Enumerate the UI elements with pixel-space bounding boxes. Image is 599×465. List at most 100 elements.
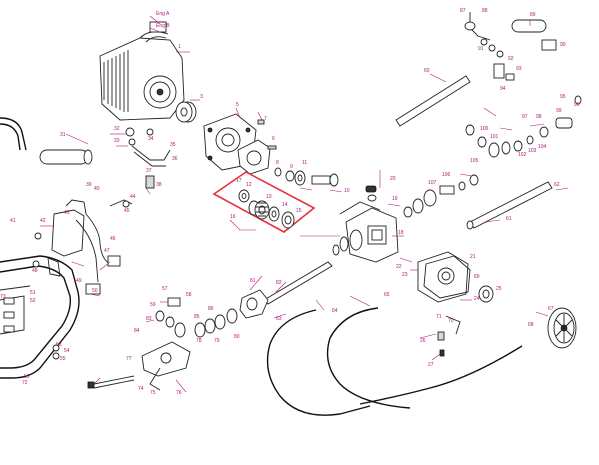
label-misc-g: 107 [428,180,437,186]
tube-right [466,181,553,230]
label-nut-c: 77 [126,356,132,362]
label-screw-b: 34 [148,136,154,142]
label-plug-cap: 39 [86,182,92,188]
label-spring: 37 [146,168,152,174]
label-nut-d: 81 [250,278,256,284]
label-washer-a: 9 [290,164,293,170]
label-spring-c: 99 [556,108,562,114]
label-knob: 38 [156,182,162,188]
label-connector: 44 [130,194,136,200]
label-clip-a: 42 [40,218,46,224]
label-misc-f: 106 [442,172,451,178]
label-shaft-end: 85 [194,314,200,320]
label-cap-plug: 20 [390,176,396,182]
label-seal-c: 62 [554,182,560,188]
clutch-cover [203,113,257,171]
label-grip-top: 90 [560,42,566,48]
label-valve-body: 57 [162,286,168,292]
label-fitting-a: 68 [528,322,534,328]
tube-upper [395,75,471,127]
gear-set [238,189,295,229]
label-cable: 65 [384,292,390,298]
label-nozzle: 87 [460,8,466,14]
label-sleeve: 58 [186,292,192,298]
label-seal-b: 53 [56,342,62,348]
label-wire-c: 80 [234,334,240,340]
label-bearing-a: 12 [246,182,252,188]
label-key: 91 [478,46,484,52]
right-fittings [403,174,479,218]
label-breather: 19 [392,196,398,202]
label-cap-c: 78 [196,338,202,344]
label-pin-a: 83 [146,316,152,322]
label-pipe-bend: 93 [516,66,522,72]
label-output-flange: 25 [496,286,502,292]
label-hose-clip: 43 [64,210,70,216]
lower-valve-assembly [141,297,191,391]
gearbox-cover [417,251,471,303]
label-bracket-plate: 41 [10,218,16,224]
label-hose-a: 63 [276,316,282,322]
label-bearing-c: 16 [230,214,236,220]
clutch-drum [175,101,197,123]
label-bolt-right-cover: 7 [264,116,267,122]
gearbox-housing [332,201,399,263]
wheel [547,307,577,349]
label-sleeve-c: 89 [530,12,536,18]
label-gearbox-shaft: 10 [344,188,350,194]
label-cover-gasket: 22 [396,264,402,270]
label-spacer: 56 [24,374,30,380]
right-seal-cluster [465,95,582,158]
label-circlip: 15 [296,208,302,214]
label-tube-right: 61 [506,216,512,222]
label-gear-teeth: 69 [474,274,480,280]
hoses [266,307,523,416]
small-bolts [257,119,277,150]
label-filter: 94 [500,86,506,92]
throttle-assembly [125,127,171,189]
label-wire-loop: 40 [94,186,100,192]
label-engine-b: Eng B [156,23,170,29]
label-tube-lower: 47 [104,248,110,254]
label-seal-a: 18 [398,230,404,236]
label-output-seal: 24 [474,296,480,302]
label-engine-a: Eng A [156,11,170,17]
label-misc-b: 102 [518,152,527,158]
hook-handle [0,117,27,151]
label-frame-small: 73 [0,294,6,300]
label-valve-top: 95 [560,94,566,100]
label-gear-a: 8 [276,160,279,166]
frame [0,255,80,379]
label-pipe-top: 92 [508,56,514,62]
cap-plug [365,185,377,202]
label-ring-b: 71 [436,314,442,320]
label-misc-d: 104 [538,144,547,150]
label-nut-e: 100 [480,126,489,132]
label-pinion: 17 [236,178,242,184]
label-handle-grip: 31 [60,132,66,138]
label-bush: 86 [208,306,214,312]
label-washer-c: 76 [176,390,182,396]
label-screw-a: 33 [114,138,120,144]
label-bearing-d: 52 [30,298,36,304]
label-bolt-c: 75 [150,390,156,396]
label-frame: 72 [22,380,28,386]
label-nut-a: 35 [170,142,176,148]
handle-grip [39,149,93,165]
highlight-box [212,171,316,233]
label-pin-b: 84 [134,328,140,334]
label-spring-b: 74 [138,386,144,392]
label-misc-c: 103 [528,148,537,154]
label-clutch-drum: 3 [200,94,203,100]
label-nut-b: 49 [76,278,82,284]
label-wheel: 67 [548,306,554,312]
label-cap-b: 59 [150,302,156,308]
label-ring-a: 54 [64,348,70,354]
engine [99,21,185,121]
label-side-bracket: 26 [420,338,426,344]
label-tube-upper: 60 [424,68,430,74]
upper-gear-row [274,167,339,187]
label-washer-b: 48 [32,268,38,274]
label-hose-b: 64 [332,308,338,314]
